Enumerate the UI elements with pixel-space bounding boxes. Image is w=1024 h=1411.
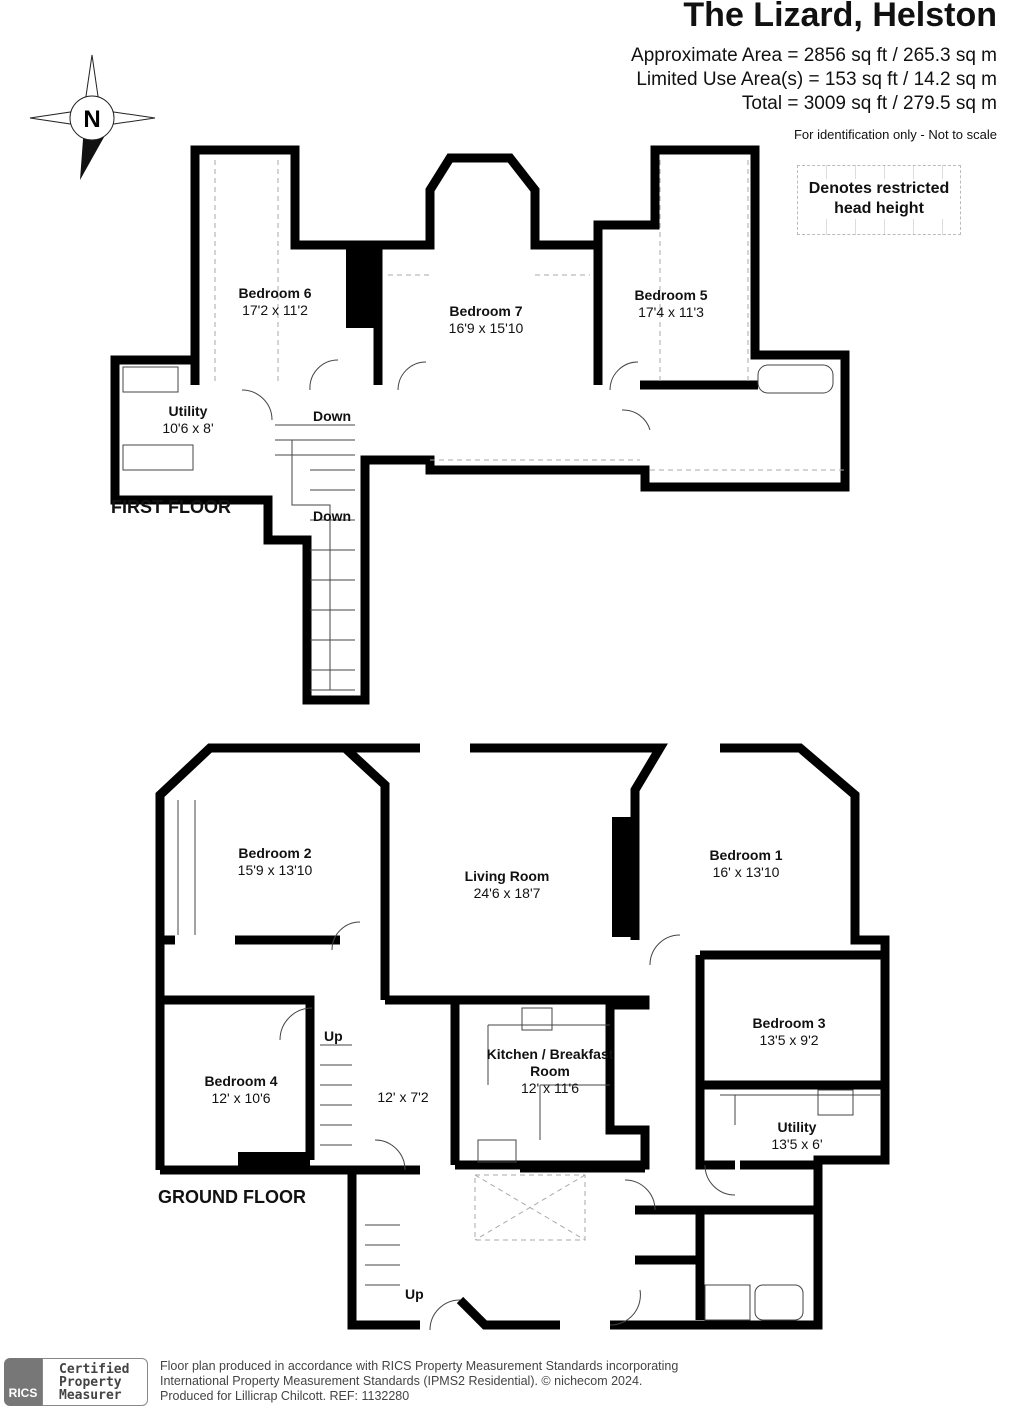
first-floor-label: FIRST FLOOR	[111, 497, 231, 517]
stairs-up-label-2: Up	[405, 1286, 424, 1302]
footer-note: Floor plan produced in accordance with R…	[160, 1359, 679, 1403]
restricted-height-legend: Denotes restricted head height	[797, 165, 961, 235]
ground-floor-walls	[155, 743, 890, 1330]
svg-text:N: N	[83, 106, 100, 133]
limited-use-area: Limited Use Area(s) = 153 sq ft / 14.2 s…	[636, 69, 997, 90]
scale-note: For identification only - Not to scale	[793, 127, 997, 142]
total-area: Total = 3009 sq ft / 279.5 sq m	[741, 93, 997, 114]
stairs-down-label-2: Down	[313, 508, 352, 524]
ground-floor-label: GROUND FLOOR	[158, 1187, 306, 1207]
compass-rose-icon: N	[29, 54, 156, 180]
certified-badge: Certified Property Measurer	[42, 1358, 148, 1406]
room-hallway: 12' x 7'2	[377, 1089, 429, 1105]
stairs-down-label: Down	[313, 408, 352, 424]
area-summary: Approximate Area = 2856 sq ft / 265.3 sq…	[631, 44, 997, 116]
rics-logo: RICS	[4, 1358, 42, 1406]
first-floor-walls	[110, 145, 850, 705]
approx-area: Approximate Area = 2856 sq ft / 265.3 sq…	[631, 45, 997, 66]
property-title: The Lizard, Helston	[683, 0, 997, 34]
stairs-up-label: Up	[324, 1028, 343, 1044]
